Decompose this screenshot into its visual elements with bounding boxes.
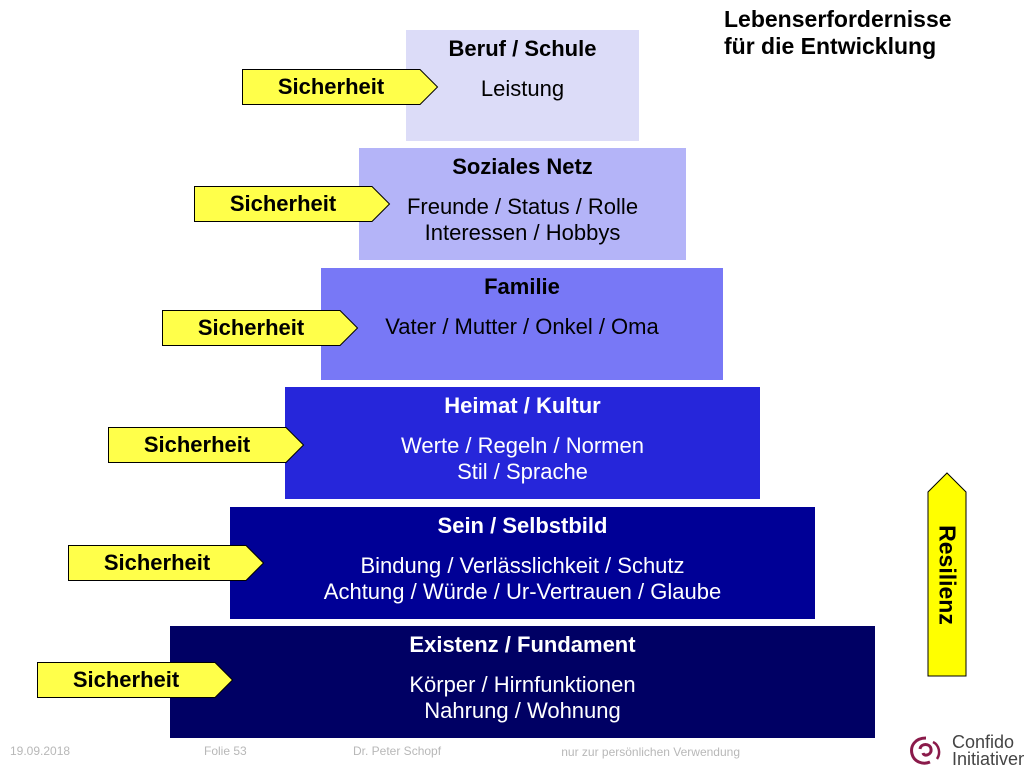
pyramid-level-text: Werte / Regeln / Normen — [401, 433, 644, 458]
security-tag-label: Sicherheit — [277, 74, 385, 99]
pyramid-level-heading: Existenz / Fundament — [409, 632, 636, 657]
resilience-label: Resilienz — [934, 524, 961, 625]
right-arrow-tag-icon — [68, 545, 265, 581]
confido-logo: Confido Initiativen — [906, 732, 1024, 769]
right-arrow-tag-icon — [162, 310, 359, 346]
pyramid-level-heading: Soziales Netz — [452, 154, 593, 179]
security-tag-label: Sicherheit — [229, 191, 337, 216]
security-tag: Sicherheit — [162, 310, 359, 346]
footer-author: Dr. Peter Schopf — [353, 744, 442, 758]
up-arrow-icon — [927, 472, 967, 677]
security-tag-label: Sicherheit — [197, 315, 305, 340]
pyramid-level-text: Bindung / Verlässlichkeit / Schutz — [360, 553, 685, 578]
pyramid-level-text: Interessen / Hobbys — [424, 220, 621, 245]
pyramid-level-text: Freunde / Status / Rolle — [406, 194, 639, 219]
pyramid-level-text: Achtung / Würde / Ur-Vertrauen / Glaube — [323, 579, 722, 604]
security-tag: Sicherheit — [108, 427, 305, 463]
pyramid-level-text: Körper / Hirnfunktionen — [409, 672, 636, 697]
security-tag-label: Sicherheit — [143, 432, 251, 457]
pyramid-level-heading: Beruf / Schule — [448, 36, 597, 61]
pyramid-level-text: Vater / Mutter / Onkel / Oma — [385, 314, 659, 339]
footer-date: 19.09.2018 — [10, 744, 71, 758]
slide-title-line2: für die Entwicklung — [724, 33, 937, 59]
security-tag: Sicherheit — [68, 545, 265, 581]
security-tag: Sicherheit — [37, 662, 234, 698]
right-arrow-tag-icon — [242, 69, 439, 105]
security-tag: Sicherheit — [242, 69, 439, 105]
footer-note: nur zur persönlichen Verwendung — [561, 745, 740, 759]
pyramid-level-heading: Familie — [484, 274, 560, 299]
confido-logo-icon — [910, 736, 941, 765]
pyramid-level-text: Leistung — [480, 76, 565, 101]
pyramid-level-text: Stil / Sprache — [457, 459, 588, 484]
slide-title: Lebenserfordernisse für die Entwicklung — [724, 6, 952, 60]
security-tag-label: Sicherheit — [103, 550, 211, 575]
logo-text-line1: Confido — [952, 732, 1015, 752]
resilience-arrow: Resilienz — [927, 472, 967, 677]
pyramid-level-heading: Sein / Selbstbild — [437, 513, 608, 538]
logo-text-line2: Initiativen — [952, 749, 1024, 769]
security-tag-label: Sicherheit — [72, 667, 180, 692]
security-tag: Sicherheit — [194, 186, 391, 222]
footer-slide-number: Folie 53 — [204, 744, 247, 758]
slide-title-line1: Lebenserfordernisse — [724, 6, 952, 32]
pyramid-level-heading: Heimat / Kultur — [444, 393, 601, 418]
right-arrow-tag-icon — [194, 186, 391, 222]
right-arrow-tag-icon — [37, 662, 234, 698]
pyramid-level-text: Nahrung / Wohnung — [424, 698, 621, 723]
right-arrow-tag-icon — [108, 427, 305, 463]
